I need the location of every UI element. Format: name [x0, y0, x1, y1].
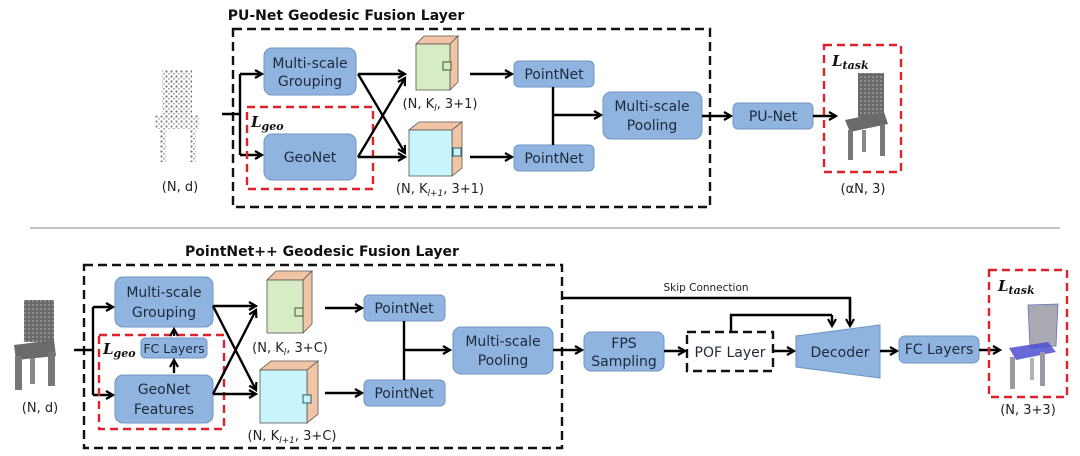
pointnet-label-2: PointNet	[524, 151, 584, 167]
pooling-label-2: Pooling	[627, 118, 678, 134]
pof-layer-label: POF Layer	[695, 345, 766, 361]
decoder-label: Decoder	[811, 345, 870, 361]
loss-task-label-top: Ltask	[831, 52, 869, 72]
geonet-label: GeoNet	[284, 150, 337, 166]
multiscale-grouping-label-1: Multi-scale	[272, 56, 347, 72]
geonet-box	[263, 133, 357, 181]
bottom-section: PointNet++ Geodesic Fusion Layer (N, d) …	[14, 244, 1069, 450]
bottom-input-dim: (N, d)	[22, 401, 58, 416]
upsampled-chair-output-image	[845, 73, 888, 160]
loss-geo-label-2: Lgeo	[102, 340, 136, 360]
top-title: PU-Net Geodesic Fusion Layer	[228, 8, 465, 24]
pointnet-label-4: PointNet	[374, 386, 434, 402]
multiscale-grouping-box	[263, 47, 357, 96]
cube1-dim: (N, Kl, 3+1)	[403, 97, 478, 114]
task-loss-frame-top	[822, 43, 903, 174]
task-loss-frame-bottom	[987, 268, 1069, 399]
pu-net-fusion-layer-frame	[231, 27, 712, 209]
pointnet-fusion-layer-frame	[82, 263, 564, 450]
bottom-output-dim: (N, 3+3)	[1000, 403, 1056, 418]
multiscale-grouping-2-label-1: Multi-scale	[126, 285, 201, 301]
bottom-title: PointNet++ Geodesic Fusion Layer	[185, 244, 459, 260]
decoder-trapezoid	[795, 324, 881, 379]
cube4-dim: (N, Kl+1, 3+C)	[248, 429, 337, 446]
pu-net-label: PU-Net	[749, 109, 798, 125]
fc-layers-inner-label: FC Layers	[143, 341, 204, 356]
pointnet-label-1: PointNet	[524, 67, 584, 83]
segmented-chair-output-image	[1009, 303, 1059, 389]
geonet-features-label-2: Features	[134, 402, 194, 418]
feature-cube-cyan	[407, 121, 464, 177]
cube2-dim: (N, Kl+1, 3+1)	[396, 182, 484, 199]
multiscale-grouping-box-2	[114, 276, 214, 328]
feature-cube-green-2	[266, 270, 313, 334]
multiscale-grouping-2-label-2: Grouping	[132, 305, 196, 321]
sparse-chair-input-image	[155, 70, 199, 162]
feature-cube-cyan-2	[258, 360, 320, 424]
geo-loss-frame-2	[97, 333, 226, 431]
loss-geo-label: Lgeo	[250, 113, 284, 133]
top-section: PU-Net Geodesic Fusion Layer (N, d) Mult…	[155, 8, 903, 209]
skip-connection-label: Skip Connection	[663, 282, 748, 294]
top-output-dim: (αN, 3)	[841, 182, 886, 197]
pooling-2-label-1: Multi-scale	[465, 334, 540, 350]
feature-cube-green	[415, 35, 459, 91]
cube3-dim: (N, Kl, 3+C)	[252, 341, 328, 358]
geonet-features-box	[114, 374, 214, 424]
fps-label-1: FPS	[611, 336, 636, 352]
geonet-features-label-1: GeoNet	[138, 382, 191, 398]
loss-task-label-bottom: Ltask	[997, 277, 1035, 297]
multiscale-grouping-label-2: Grouping	[278, 74, 342, 90]
pointnet-label-3: PointNet	[374, 301, 434, 317]
chair-input-image	[14, 300, 56, 390]
fc-layers-label: FC Layers	[905, 342, 974, 358]
fps-label-2: Sampling	[591, 354, 657, 370]
pooling-label-1: Multi-scale	[614, 99, 689, 115]
pooling-2-label-2: Pooling	[478, 353, 529, 369]
top-input-dim: (N, d)	[162, 180, 198, 195]
